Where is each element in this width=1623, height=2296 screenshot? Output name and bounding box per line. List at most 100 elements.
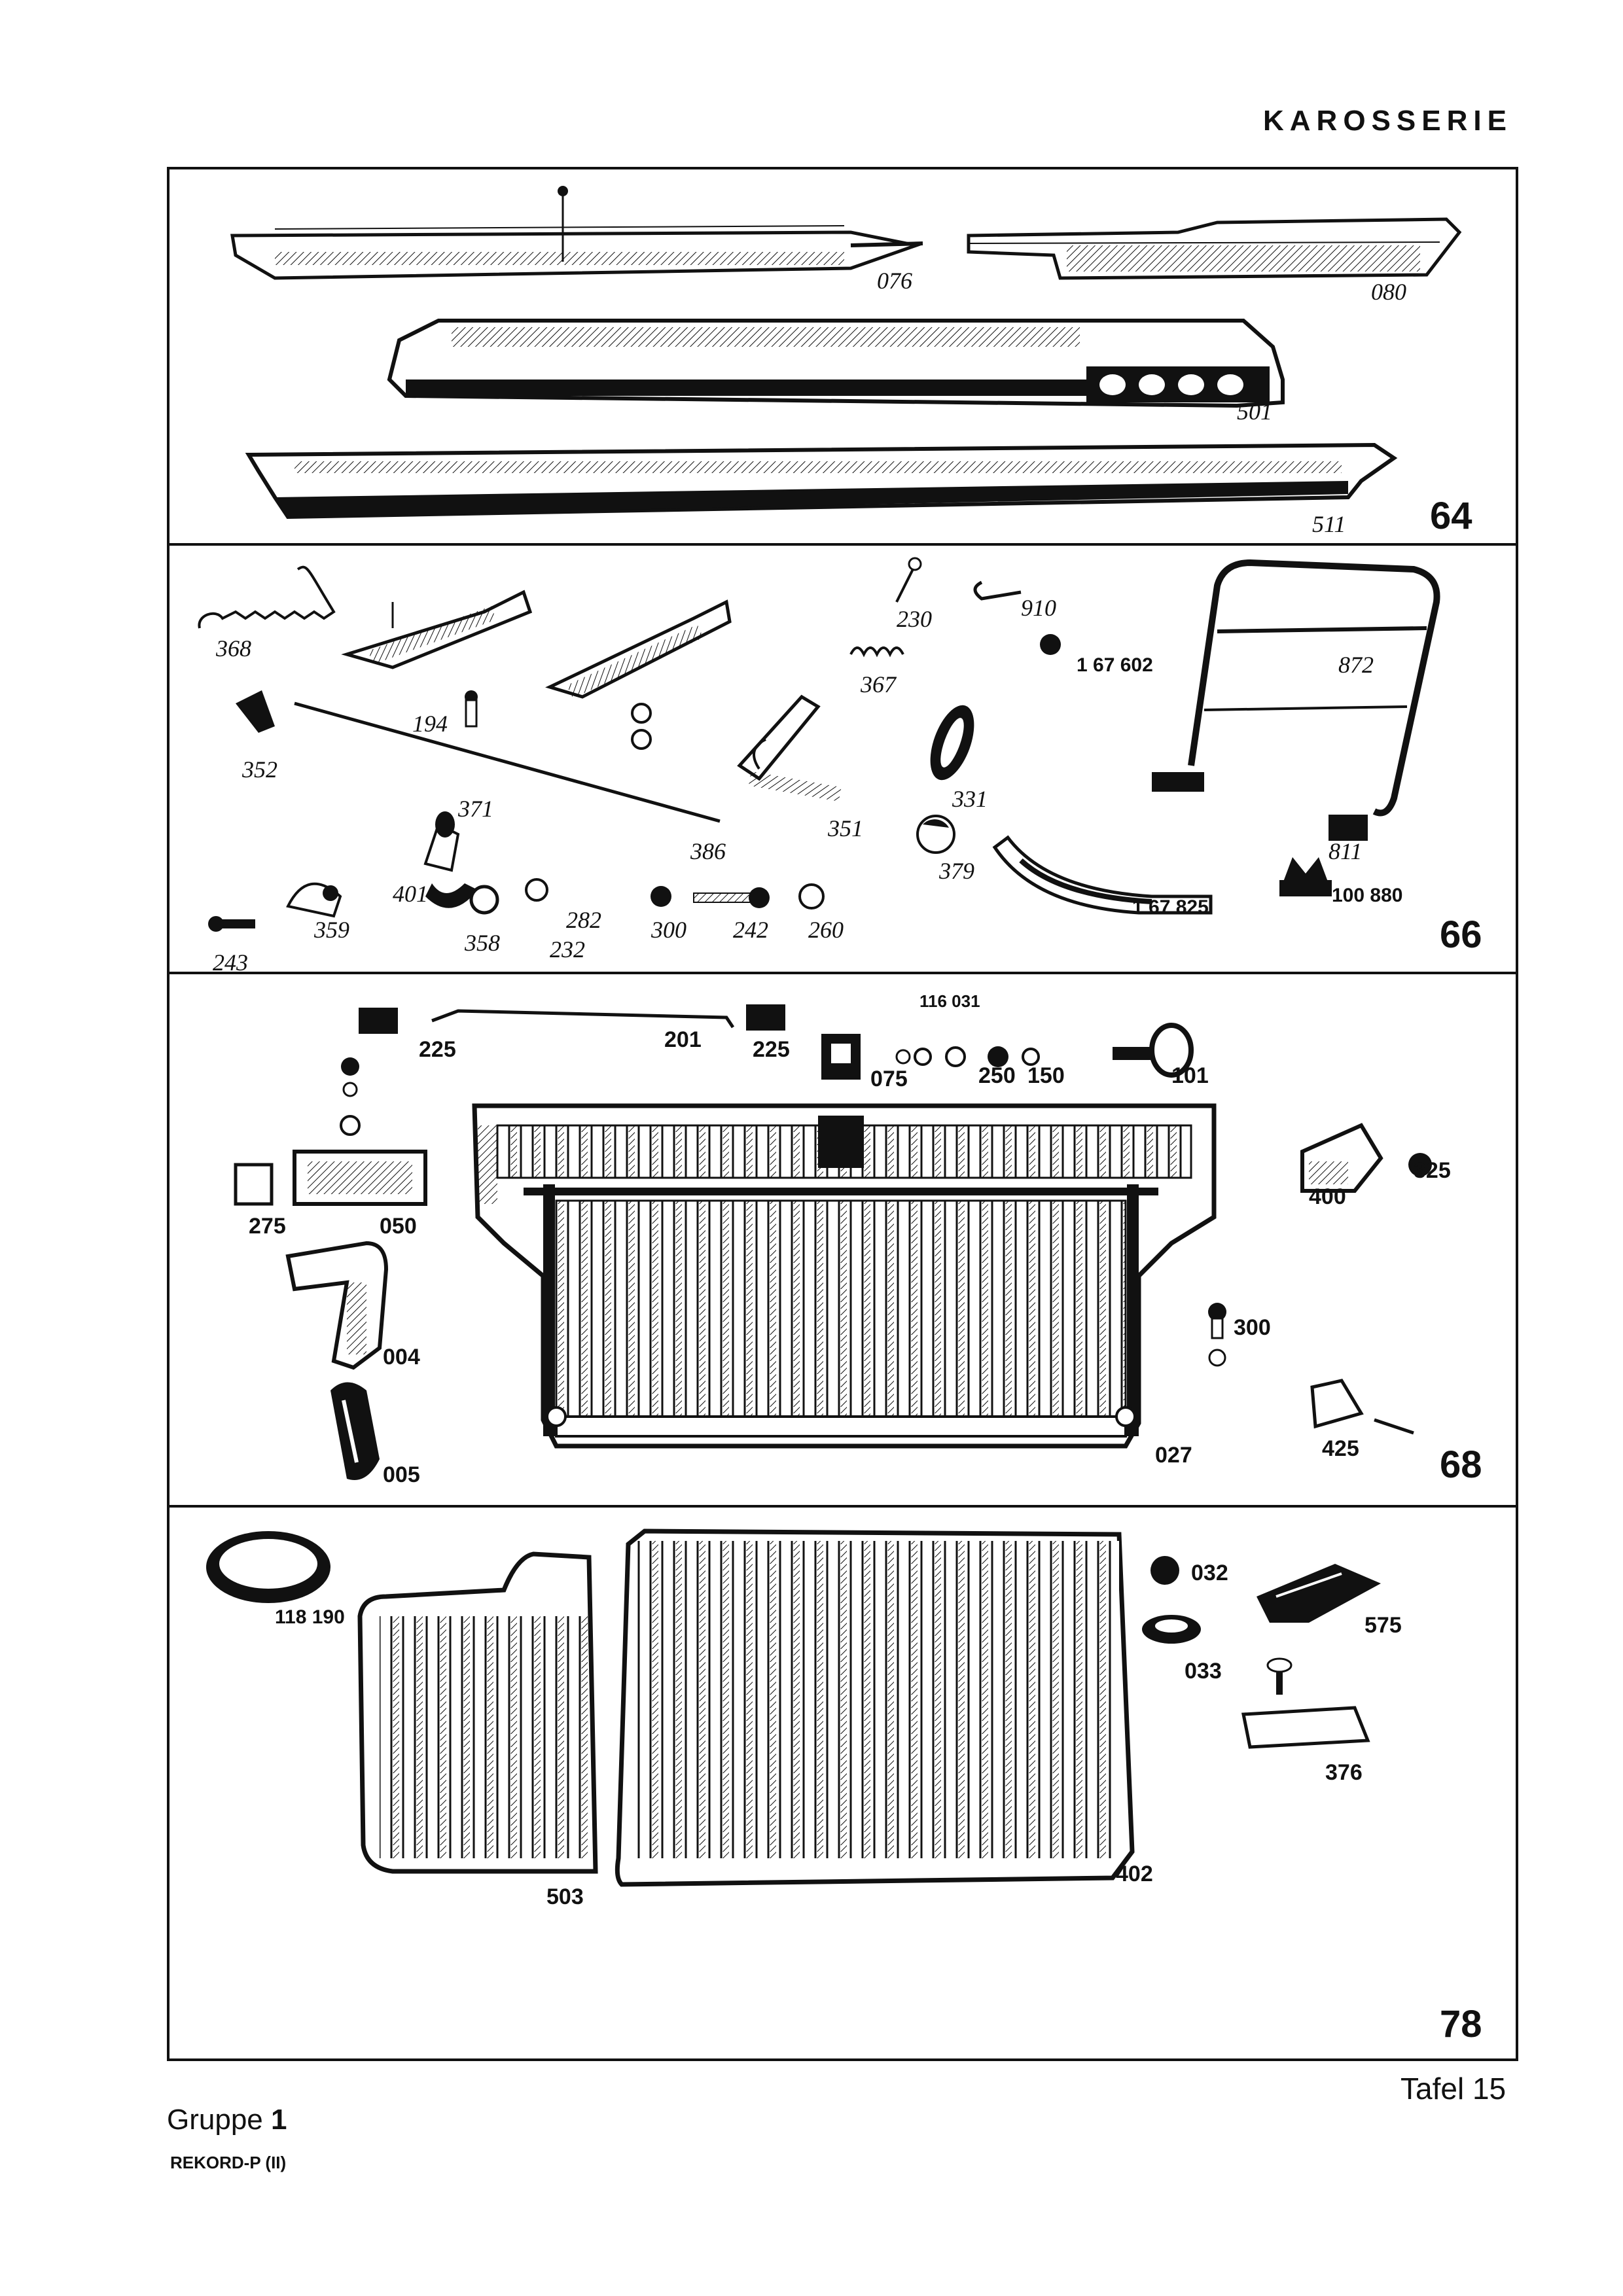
plug-167602	[1040, 634, 1061, 655]
part-label: 1 67 825	[1132, 896, 1209, 918]
part-label: 501	[1237, 398, 1272, 425]
model-name: REKORD-P (II)	[170, 2153, 287, 2172]
trim-167825	[992, 835, 1213, 915]
part-label: 402	[1116, 1862, 1153, 1886]
part-label: 325	[1414, 1158, 1451, 1183]
tailgate-027	[472, 1103, 1217, 1449]
part-label: 300	[1234, 1315, 1271, 1340]
part-label: 351	[828, 815, 863, 841]
bracket-376	[1241, 1657, 1370, 1749]
small-fasteners-66	[208, 811, 825, 932]
seat-rail-upper	[545, 599, 732, 750]
rail-076	[230, 186, 923, 280]
part-label: 358	[465, 930, 500, 956]
part-label: 033	[1185, 1659, 1222, 1684]
part-label: 872	[1338, 652, 1374, 678]
part-label: 425	[1322, 1436, 1359, 1461]
part-label: 080	[1371, 279, 1406, 305]
part-label: 331	[952, 786, 988, 812]
part-label: 910	[1021, 595, 1056, 621]
bracket-351	[737, 694, 842, 802]
part-label: 575	[1364, 1613, 1402, 1638]
part-label: 503	[546, 1884, 584, 1909]
part-label: 225	[753, 1037, 790, 1062]
part-label: 1 67 602	[1077, 654, 1153, 676]
panel-divider	[167, 1505, 1518, 1508]
knob-379	[916, 815, 955, 854]
cap-033	[1142, 1615, 1201, 1644]
clip-910	[973, 580, 1022, 601]
panel-number: 78	[1440, 2003, 1482, 2045]
plate-number: 15	[1472, 2072, 1507, 2106]
part-label: 232	[550, 936, 585, 963]
group-info: Gruppe 1	[167, 2104, 287, 2136]
part-label: 076	[877, 268, 912, 294]
part-label: 300	[651, 917, 687, 943]
part-label: 359	[314, 917, 349, 943]
part-label: 150	[1027, 1063, 1065, 1088]
part-label: 376	[1325, 1760, 1363, 1785]
part-label: 243	[213, 949, 248, 976]
part-label: 401	[393, 881, 428, 907]
cap-100880	[1279, 857, 1332, 896]
rail-511	[245, 442, 1398, 520]
section-title: KAROSSERIE	[1263, 105, 1512, 137]
floor-panel-503	[357, 1551, 598, 1874]
panel-number: 64	[1430, 495, 1472, 537]
part-label: 005	[383, 1462, 420, 1487]
part-label: 379	[939, 858, 974, 884]
spring-368	[198, 565, 336, 629]
diagram-frame	[167, 167, 1518, 2061]
part-label: 050	[380, 1214, 417, 1239]
seat-rail-194	[341, 590, 533, 728]
bracket-425	[1208, 1303, 1414, 1435]
part-label: 101	[1171, 1063, 1209, 1088]
hinge-parts-left	[234, 1057, 427, 1206]
hinge-bracket-400	[1300, 1123, 1432, 1193]
spring-367	[849, 557, 922, 658]
panel-number: 68	[1440, 1443, 1482, 1486]
cover-118190	[206, 1531, 330, 1603]
part-label: 230	[897, 606, 932, 632]
handle-101	[1113, 1023, 1194, 1078]
rod-386	[294, 701, 721, 823]
part-label: 100 880	[1332, 885, 1403, 906]
part-label: 282	[566, 907, 601, 933]
part-label: 352	[242, 756, 277, 783]
latch-075	[821, 1034, 1040, 1080]
part-label: 027	[1155, 1443, 1192, 1468]
floor-panel-402	[615, 1528, 1135, 1887]
panel-number: 66	[1440, 913, 1482, 956]
group-number: 1	[271, 2104, 287, 2136]
latch-rod-201	[359, 1004, 785, 1034]
rail-501	[387, 319, 1285, 408]
part-label: 075	[870, 1067, 908, 1091]
plug-032	[1150, 1556, 1179, 1585]
part-label: 242	[733, 917, 768, 943]
group-label: Gruppe	[167, 2104, 263, 2136]
handle-331	[930, 705, 974, 781]
part-label: 225	[419, 1037, 456, 1062]
part-label: 004	[383, 1345, 420, 1369]
part-label: 116 031	[919, 991, 980, 1011]
part-label: 118 190	[275, 1606, 345, 1628]
part-label: 201	[664, 1027, 702, 1052]
hinge-004	[285, 1241, 389, 1370]
plate-info: Tafel 15	[1400, 2071, 1506, 2106]
part-label: 275	[249, 1214, 286, 1239]
hinge-005	[330, 1382, 380, 1480]
part-label: 367	[861, 671, 896, 698]
part-label: 194	[412, 711, 448, 737]
pad-575	[1257, 1564, 1381, 1623]
rail-080	[967, 217, 1462, 280]
part-label: 386	[690, 838, 726, 864]
panel-divider	[167, 543, 1518, 546]
part-label: 250	[978, 1063, 1016, 1088]
plate-label: Tafel	[1400, 2072, 1465, 2106]
part-label: 371	[458, 796, 493, 822]
panel-divider	[167, 972, 1518, 974]
headrest-frame-872	[1152, 559, 1440, 841]
part-label: 032	[1191, 1561, 1228, 1585]
part-label: 400	[1309, 1184, 1346, 1209]
part-label: 260	[808, 917, 844, 943]
